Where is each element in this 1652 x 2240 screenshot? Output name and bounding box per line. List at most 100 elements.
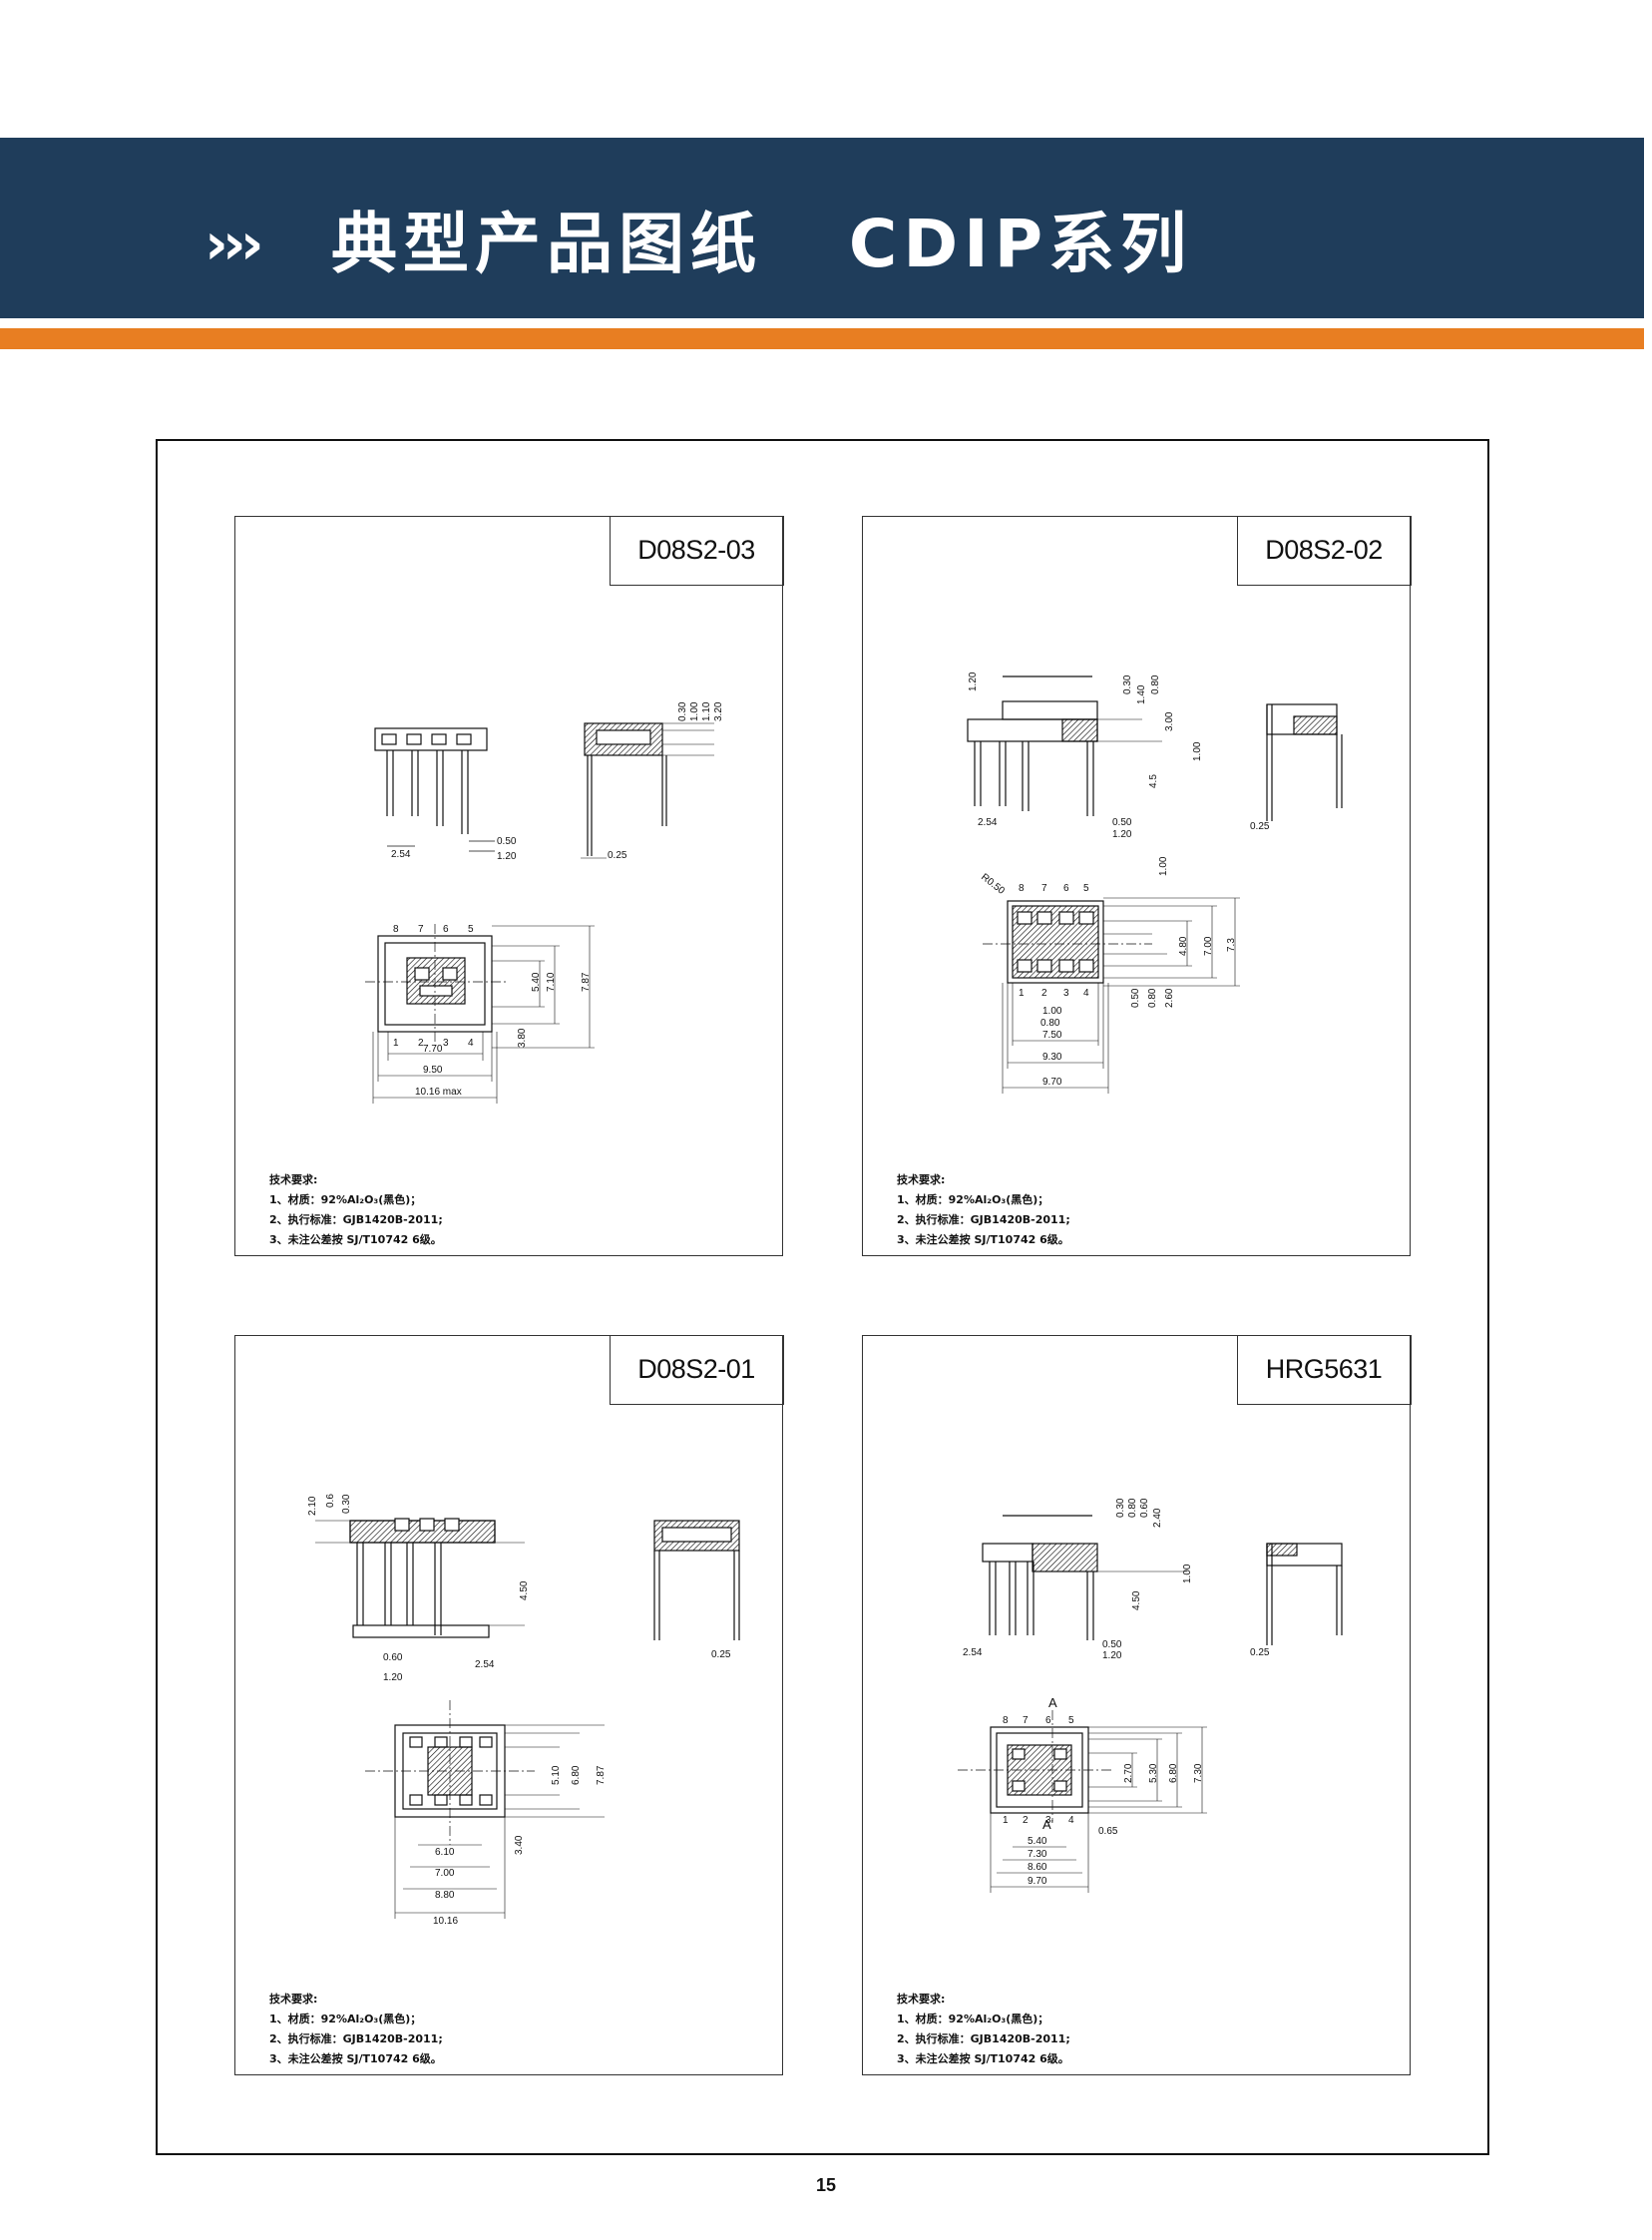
dim-label: 5.30: [1148, 1763, 1159, 1783]
panel-label: D08S2-01: [609, 1334, 784, 1405]
dim-label: 2.40: [1152, 1508, 1163, 1528]
dim-label: 0.30: [1122, 674, 1133, 694]
dim-label: 0.50: [1130, 988, 1141, 1008]
pin-number: 2: [1023, 1815, 1029, 1826]
dim-label: 0.25: [1250, 1647, 1270, 1658]
dim-label: 3.40: [514, 1835, 525, 1855]
dim-label: 1.10: [701, 701, 712, 721]
pin-number: 6: [1045, 1715, 1051, 1726]
dim-label: 1.20: [1102, 1650, 1122, 1661]
section-label: A: [1048, 1695, 1057, 1710]
dim-label: 2.54: [391, 849, 411, 860]
dim-label: 2.54: [475, 1659, 495, 1670]
top-view: 5.10 6.80 7.87 3.40 6.10 7.00 8.80 10.16: [365, 1700, 607, 1927]
dim-label: 0.30: [341, 1494, 352, 1514]
dim-label: 3.80: [517, 1028, 528, 1048]
dim-label: 3.20: [713, 701, 724, 721]
header-band: [0, 138, 1644, 318]
dim-label: 3.00: [1164, 711, 1175, 731]
pin-number: 4: [1083, 988, 1089, 999]
dim-label: 0.50: [1102, 1639, 1122, 1650]
pin-number: 4: [1068, 1815, 1074, 1826]
notes-line: 3、未注公差按 SJ/T10742 6级。: [897, 2052, 1069, 2065]
dim-label: 7.87: [596, 1765, 607, 1785]
dim-label: 6.80: [571, 1765, 582, 1785]
dim-label: 0.25: [1250, 821, 1270, 832]
technical-drawing: 2.54 0.50 1.20 0.30 1.00 1.10 3.20 0.25: [365, 701, 724, 1104]
dim-label: 9.30: [1042, 1052, 1062, 1063]
pin-number: 3: [1045, 1815, 1051, 1826]
pin-number: 1: [1003, 1815, 1009, 1826]
dim-label: 1.40: [1136, 684, 1147, 704]
pin-number: 2: [418, 1038, 424, 1049]
pin-number: 8: [1019, 883, 1025, 894]
notes-line: 2、执行标准：GJB1420B-2011;: [269, 2032, 443, 2045]
end-view: [1266, 1543, 1343, 1645]
dim-label: 0.80: [1147, 988, 1158, 1008]
chevrons-icon: ›››: [205, 210, 264, 277]
dim-label: 8.60: [1028, 1862, 1047, 1873]
dim-label: 7.87: [581, 972, 592, 992]
dim-label: 0.60: [1139, 1498, 1150, 1518]
side-view: 2.10 0.6 0.30 4.50 0.60 2.54 1.20 0.25: [307, 1494, 731, 1683]
side-view: 2.54 0.50 1.20: [374, 727, 517, 862]
end-view: [1266, 703, 1343, 821]
technical-notes: 技术要求: 1、材质：92%Al₂O₃(黑色)； 2、执行标准：GJB1420B…: [897, 1990, 1070, 2069]
pin-number: 5: [468, 924, 474, 935]
page-title: 典型产品图纸 CDIP系列: [331, 206, 1193, 282]
notes-line: 3、未注公差按 SJ/T10742 6级。: [269, 2052, 442, 2065]
pin-number: 6: [443, 924, 449, 935]
panel-label: D08S2-02: [1236, 515, 1412, 586]
dim-label: 0.50: [1112, 817, 1132, 828]
dim-label: 10.16: [433, 1916, 458, 1927]
dim-label: 0.30: [677, 701, 688, 721]
side-view: 0.30 0.80 0.60 2.40 1.00 4.50 2.54 0.50 …: [963, 1498, 1270, 1661]
pin-number: 3: [443, 1038, 449, 1049]
dim-label: 5.10: [551, 1765, 562, 1785]
dim-label: 1.00: [1192, 741, 1203, 761]
dim-label: 0.65: [1098, 1826, 1118, 1837]
notes-line: 2、执行标准：GJB1420B-2011;: [897, 2032, 1070, 2045]
dim-label: 7.00: [435, 1868, 455, 1879]
dim-label: 7.10: [546, 972, 557, 992]
pin-number: 1: [1019, 988, 1025, 999]
end-view: 0.30 1.00 1.10 3.20 0.25: [581, 701, 724, 861]
notes-line: 3、未注公差按 SJ/T10742 6级。: [897, 1233, 1069, 1246]
dim-label: 2.54: [978, 817, 998, 828]
dim-label: 7.30: [1193, 1763, 1204, 1783]
dim-label: 0.30: [1115, 1498, 1126, 1518]
dim-label: 2.60: [1164, 988, 1175, 1008]
technical-notes: 技术要求: 1、材质：92%Al₂O₃(黑色)； 2、执行标准：GJB1420B…: [269, 1170, 443, 1250]
notes-line: 1、材质：92%Al₂O₃(黑色)；: [269, 1193, 422, 1206]
pin-number: 8: [1003, 1715, 1009, 1726]
pin-number: 2: [1041, 988, 1047, 999]
dim-label: 4.50: [519, 1580, 530, 1600]
pin-number: 7: [1023, 1715, 1029, 1726]
notes-heading: 技术要求:: [897, 1993, 946, 2006]
dim-label: 7.00: [1203, 936, 1214, 956]
technical-drawing: 0.30 0.80 0.60 2.40 1.00 4.50 2.54 0.50 …: [958, 1498, 1343, 1893]
notes-heading: 技术要求:: [269, 1173, 318, 1186]
dim-label: 0.25: [608, 850, 627, 861]
notes-line: 1、材质：92%Al₂O₃(黑色)；: [897, 1193, 1049, 1206]
dim-label: 0.80: [1150, 674, 1161, 694]
page-number: 15: [815, 2175, 837, 2195]
section-label: A': [1042, 1817, 1053, 1832]
notes-heading: 技术要求:: [269, 1993, 318, 2006]
pin-number: 5: [1083, 883, 1089, 894]
dim-label: 6.80: [1168, 1763, 1179, 1783]
dim-label: 1.20: [383, 1672, 403, 1683]
dim-label: 1.20: [968, 672, 979, 691]
end-view: [653, 1520, 740, 1640]
dim-label: 0.60: [383, 1652, 403, 1663]
notes-line: 1、材质：92%Al₂O₃(黑色)；: [897, 2013, 1049, 2025]
dim-label: 1.00: [1042, 1006, 1062, 1017]
dim-label: 8.80: [435, 1890, 455, 1901]
notes-heading: 技术要求:: [897, 1173, 946, 1186]
drawing-panel-d08s2-01: D08S2-01 2.10 0.6 0.30 4.50 0.6: [234, 1334, 784, 2075]
pin-number: 7: [1041, 883, 1047, 894]
dim-label: 5.40: [1028, 1836, 1047, 1847]
panel-label: D08S2-03: [609, 515, 784, 586]
notes-line: 3、未注公差按 SJ/T10742 6级。: [269, 1233, 442, 1246]
dim-label: 1.00: [1158, 856, 1169, 876]
